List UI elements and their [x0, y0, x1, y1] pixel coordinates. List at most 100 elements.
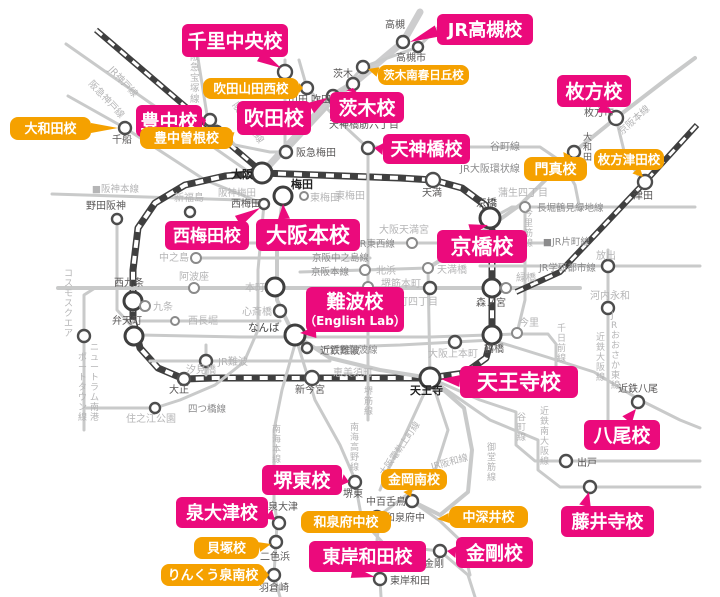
station-大正: 大正 — [169, 371, 192, 396]
school-label-天神橋校[interactable]: 天神橋校 — [374, 134, 470, 164]
school-label-tail — [410, 25, 440, 42]
school-label-藤井寺校[interactable]: 藤井寺校 — [561, 492, 654, 537]
station-circle — [123, 325, 145, 347]
station-name: 千船 — [112, 133, 132, 146]
station-name: 森ノ宮 — [476, 296, 506, 309]
station-name: 西梅田 — [231, 197, 261, 210]
station-name: 茨木 — [333, 67, 353, 80]
station-蒲生四丁目: 蒲生四丁目 — [498, 186, 548, 213]
station-name: 高槻市 — [396, 51, 426, 64]
line-name-label: JR学研都市線 — [538, 262, 596, 274]
school-label-難波校[interactable]: 難波校（English Lab） — [300, 287, 406, 338]
station-東梅田: 東梅田 — [299, 191, 340, 204]
school-label-中深井校[interactable]: 中深井校 — [437, 506, 528, 528]
school-label-box — [561, 506, 654, 537]
station-千船: 千船 — [112, 120, 133, 146]
school-label-堺東校[interactable]: 堺東校 — [262, 465, 349, 495]
school-label-JR高槻校[interactable]: JR高槻校 — [410, 14, 533, 45]
school-label-千里中央校[interactable]: 千里中央校 — [182, 24, 288, 68]
station-高槻市: 高槻市 — [396, 40, 426, 64]
school-label-tail — [374, 143, 384, 155]
station-天満橋: 天満橋 — [422, 262, 467, 276]
school-label-和泉府中校[interactable]: 和泉府中校 — [301, 511, 392, 533]
school-label-貝塚校[interactable]: 貝塚校 — [194, 537, 271, 559]
station-阿波座: 阿波座 — [179, 270, 209, 294]
station-name: 西九条 — [114, 276, 144, 289]
school-label-box — [383, 134, 470, 164]
school-label-茨木南春日丘校[interactable]: 茨木南春日丘校 — [368, 65, 469, 85]
station-name: 大和田 — [583, 131, 592, 163]
station-circle — [600, 258, 616, 274]
station-北浜: 北浜 — [359, 264, 396, 277]
station-天満: 天満 — [422, 171, 442, 199]
school-label-天王寺校[interactable]: 天王寺校 — [441, 366, 578, 398]
station-circle — [372, 571, 388, 587]
school-label-門真校[interactable]: 門真校 — [524, 152, 587, 181]
station-近鉄八尾: 近鉄八尾 — [618, 382, 658, 410]
school-label-box — [557, 75, 631, 107]
station-name: 北浜 — [376, 265, 396, 277]
station-name: 阿波座 — [179, 270, 209, 283]
school-name: 吹田校 — [244, 106, 305, 130]
school-label-box — [176, 497, 268, 528]
station-circle — [117, 120, 133, 136]
school-name: 貝塚校 — [207, 541, 247, 557]
school-label-豊中曽根校[interactable]: 豊中曽根校 — [140, 127, 235, 149]
station-name: 東梅田 — [310, 191, 340, 204]
station-津田: 津田 — [633, 173, 654, 202]
school-label-tail — [579, 492, 591, 508]
school-label-box — [256, 219, 360, 251]
station-circle — [359, 264, 371, 276]
station-circle — [257, 197, 271, 211]
line-name-label: 御堂筋線 — [487, 441, 496, 483]
station-circle — [582, 479, 598, 495]
school-label-tail — [257, 542, 271, 552]
station-circle — [519, 201, 531, 213]
station-circle — [404, 493, 420, 509]
school-label-りんくう泉南校[interactable]: りんくう泉南校 — [161, 564, 269, 586]
line-name-label: 今里筋線 — [524, 207, 533, 249]
station-circle — [300, 341, 314, 355]
school-label-金岡南校[interactable]: 金岡南校 — [381, 469, 447, 497]
school-label-大阪本校[interactable]: 大阪本校 — [256, 204, 360, 251]
school-label-tail — [278, 204, 290, 220]
school-label-西梅田校[interactable]: 西梅田校 — [165, 208, 260, 250]
school-label-吹田山田西校[interactable]: 吹田山田西校 — [203, 78, 303, 99]
school-label-吹田校[interactable]: 吹田校 — [237, 98, 327, 135]
school-label-枚方校[interactable]: 枚方校 — [557, 75, 631, 113]
school-name: 豊中曽根校 — [154, 131, 220, 147]
station-name: 住之江公園 — [126, 412, 176, 425]
school-label-tail — [265, 570, 269, 580]
station-西梅田: 西梅田 — [231, 197, 271, 211]
station-name: 蒲生四丁目 — [498, 186, 548, 199]
station-circle — [110, 212, 124, 226]
station-大阪上本町: 大阪上本町 — [428, 334, 478, 360]
station-中百舌鳥: 中百舌鳥 — [366, 493, 420, 509]
station-新福島: 新福島 — [174, 191, 204, 219]
station-新今宮: 新今宮 — [295, 369, 325, 396]
line-name-label: 谷町線 — [517, 412, 526, 443]
school-label-box — [237, 101, 311, 135]
station-circle — [500, 282, 512, 294]
school-name: 千里中央校 — [187, 29, 283, 52]
school-label-八尾校[interactable]: 八尾校 — [584, 409, 660, 450]
school-label-枚方津田校[interactable]: 枚方津田校 — [594, 149, 664, 177]
school-label-京橋校[interactable]: 京橋校 — [437, 224, 527, 263]
school-label-東岸和田校[interactable]: 東岸和田校 — [309, 541, 426, 578]
station-circle — [176, 371, 192, 387]
school-label-大和田校[interactable]: 大和田校 — [10, 117, 118, 140]
school-label-金剛校[interactable]: 金剛校 — [447, 537, 533, 568]
station-name: 中之島 — [159, 251, 189, 264]
school-label-泉大津校[interactable]: 泉大津校 — [176, 497, 275, 528]
station-name: 津田 — [633, 190, 653, 202]
line-name-label: 南海高野線 — [350, 421, 359, 473]
station-name: 鶴橋 — [484, 342, 504, 355]
station-circle — [190, 252, 202, 264]
station-出戸: 出戸 — [558, 453, 597, 469]
station-name: 堺筋本町 — [381, 277, 421, 290]
station-circle — [355, 59, 371, 75]
school-label-茨木校[interactable]: 茨木校 — [330, 88, 404, 123]
station-阪急梅田: 阪急梅田 — [278, 144, 336, 160]
